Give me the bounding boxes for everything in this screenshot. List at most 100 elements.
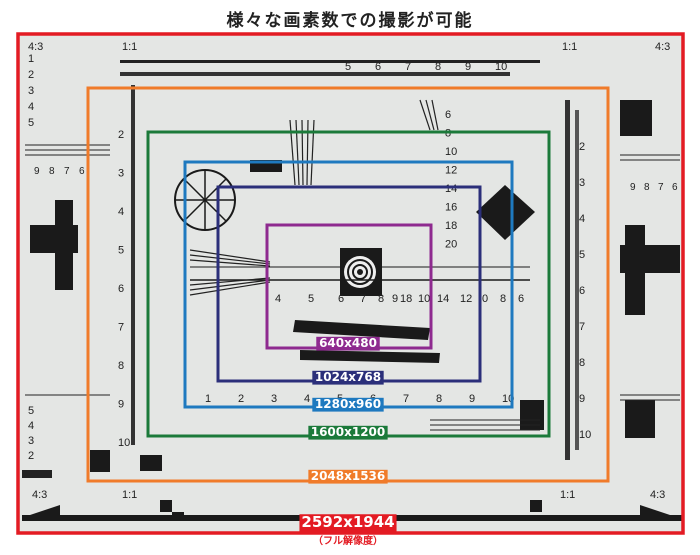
top-number: 6 bbox=[375, 61, 381, 73]
left-scale-number: 5 bbox=[118, 245, 124, 257]
frame-1024x768: 1024x768 bbox=[216, 185, 482, 385]
top-number: 8 bbox=[435, 61, 441, 73]
top-number: 7 bbox=[405, 61, 411, 73]
bottom-left-stack-number: 5 bbox=[28, 405, 34, 417]
ratio-label-bl: 1:1 bbox=[122, 489, 137, 501]
right-stack-number: 6 bbox=[445, 109, 451, 121]
frame-label: 1280x960 bbox=[315, 397, 381, 411]
frame-label: 1024x768 bbox=[315, 370, 381, 384]
right-stack-number: 10 bbox=[445, 146, 457, 158]
bottom-number: 9 bbox=[469, 393, 475, 405]
square-right-top bbox=[620, 100, 652, 136]
right-scale-number: 5 bbox=[579, 249, 585, 261]
frame-label-background bbox=[308, 469, 388, 484]
right-scale-number: 2 bbox=[579, 141, 585, 153]
right-vertical-bar bbox=[565, 100, 570, 460]
right-scale-number: 6 bbox=[579, 285, 585, 297]
center-number: 14 bbox=[437, 293, 449, 305]
center-number: 6 bbox=[338, 293, 344, 305]
aspect-label-tl: 4:3 bbox=[28, 41, 43, 53]
frame-border bbox=[16, 32, 685, 535]
corner-block-left2 bbox=[55, 200, 73, 290]
frame-label: 640x480 bbox=[319, 336, 377, 350]
bottom-number: 3 bbox=[271, 393, 277, 405]
side-small-number-left: 8 bbox=[49, 166, 55, 177]
wedge-lines-left bbox=[189, 249, 271, 296]
side-small-number-right: 7 bbox=[658, 182, 664, 193]
aspect-label-bl: 4:3 bbox=[32, 489, 47, 501]
frame-label-background bbox=[308, 425, 388, 440]
frame-sub-label: （フル解像度） bbox=[313, 534, 383, 547]
bottom-number: 8 bbox=[436, 393, 442, 405]
center-number: 8 bbox=[500, 293, 506, 305]
top-left-stack-number: 1 bbox=[28, 53, 34, 65]
left-vertical-bar bbox=[131, 85, 135, 445]
side-small-number-right: 8 bbox=[644, 182, 650, 193]
zone-plate bbox=[340, 248, 382, 296]
right-stack-number: 16 bbox=[445, 202, 457, 214]
aspect-label-br: 4:3 bbox=[650, 489, 665, 501]
side-small-number-right: 6 bbox=[672, 182, 678, 193]
frame-label: 1600x1200 bbox=[311, 425, 386, 439]
diamond bbox=[476, 185, 535, 240]
checker-b bbox=[172, 512, 184, 515]
frame-1600x1200: 1600x1200 bbox=[146, 130, 551, 440]
frame-label-background bbox=[312, 397, 384, 412]
corner-block-right2 bbox=[625, 225, 645, 315]
bottom-left-stack-number: 3 bbox=[28, 435, 34, 447]
corner-bar-tl bbox=[22, 470, 52, 478]
left-scale-number: 9 bbox=[118, 399, 124, 411]
side-small-number-left: 9 bbox=[34, 166, 40, 177]
frame-1280x960: 1280x960 bbox=[183, 160, 514, 412]
test-chart-photo: 4:3 4:3 4:3 4:3 1:1 1:1 1:1 1:1 23456789… bbox=[18, 34, 683, 534]
right-scale-number: 10 bbox=[579, 429, 591, 441]
frame-label: 2592x1944 bbox=[301, 513, 394, 531]
center-number: 12 bbox=[460, 293, 472, 305]
left-scale-number: 10 bbox=[118, 437, 130, 449]
side-small-number-left: 7 bbox=[64, 166, 70, 177]
side-small-number-left: 6 bbox=[79, 166, 85, 177]
top-bar bbox=[120, 60, 540, 63]
left-scale-number: 7 bbox=[118, 322, 124, 334]
frame-2048x1536: 2048x1536 bbox=[86, 86, 610, 484]
right-stack-number: 18 bbox=[445, 220, 457, 232]
center-number: 10 bbox=[418, 293, 430, 305]
resolution-frames: 2592x1944 （フル解像度） 2048x1536 1600x1200 1280x9… bbox=[16, 32, 685, 547]
right-stack-number: 14 bbox=[445, 183, 457, 195]
ratio-label-tl: 1:1 bbox=[122, 41, 137, 53]
right-stack-number: 20 bbox=[445, 239, 457, 251]
ratio-label-tr: 1:1 bbox=[562, 41, 577, 53]
left-scale-number: 2 bbox=[118, 129, 124, 141]
bottom-triangle-left bbox=[30, 505, 60, 515]
center-number: 4 bbox=[275, 293, 281, 305]
top-left-stack-number: 2 bbox=[28, 69, 34, 81]
top-small-bars bbox=[120, 72, 510, 76]
left-scale-number: 3 bbox=[118, 168, 124, 180]
side-small-number-right: 9 bbox=[630, 182, 636, 193]
frame-label: 2048x1536 bbox=[311, 469, 386, 483]
top-number: 9 bbox=[465, 61, 471, 73]
right-scale-number: 9 bbox=[579, 393, 585, 405]
square-left-bottom bbox=[90, 450, 110, 472]
slant-bar-2 bbox=[300, 350, 440, 363]
right-scale-number: 4 bbox=[579, 213, 585, 225]
center-number: 0 bbox=[482, 293, 488, 305]
aspect-label-tr: 4:3 bbox=[655, 41, 670, 53]
frame-label-background bbox=[299, 514, 397, 532]
right-scale-number: 8 bbox=[579, 357, 585, 369]
frame-640x480: 640x480 bbox=[265, 223, 433, 351]
right-stack-number: 12 bbox=[445, 165, 457, 177]
bottom-number: 7 bbox=[403, 393, 409, 405]
top-left-stack-number: 4 bbox=[28, 101, 34, 113]
left-scale-number: 8 bbox=[118, 360, 124, 372]
top-left-stack-number: 3 bbox=[28, 85, 34, 97]
bottom-number: 1 bbox=[205, 393, 211, 405]
bottom-left-stack-number: 2 bbox=[28, 450, 34, 462]
wedge-lines-left-edge bbox=[25, 144, 680, 401]
center-number: 7 bbox=[360, 293, 366, 305]
